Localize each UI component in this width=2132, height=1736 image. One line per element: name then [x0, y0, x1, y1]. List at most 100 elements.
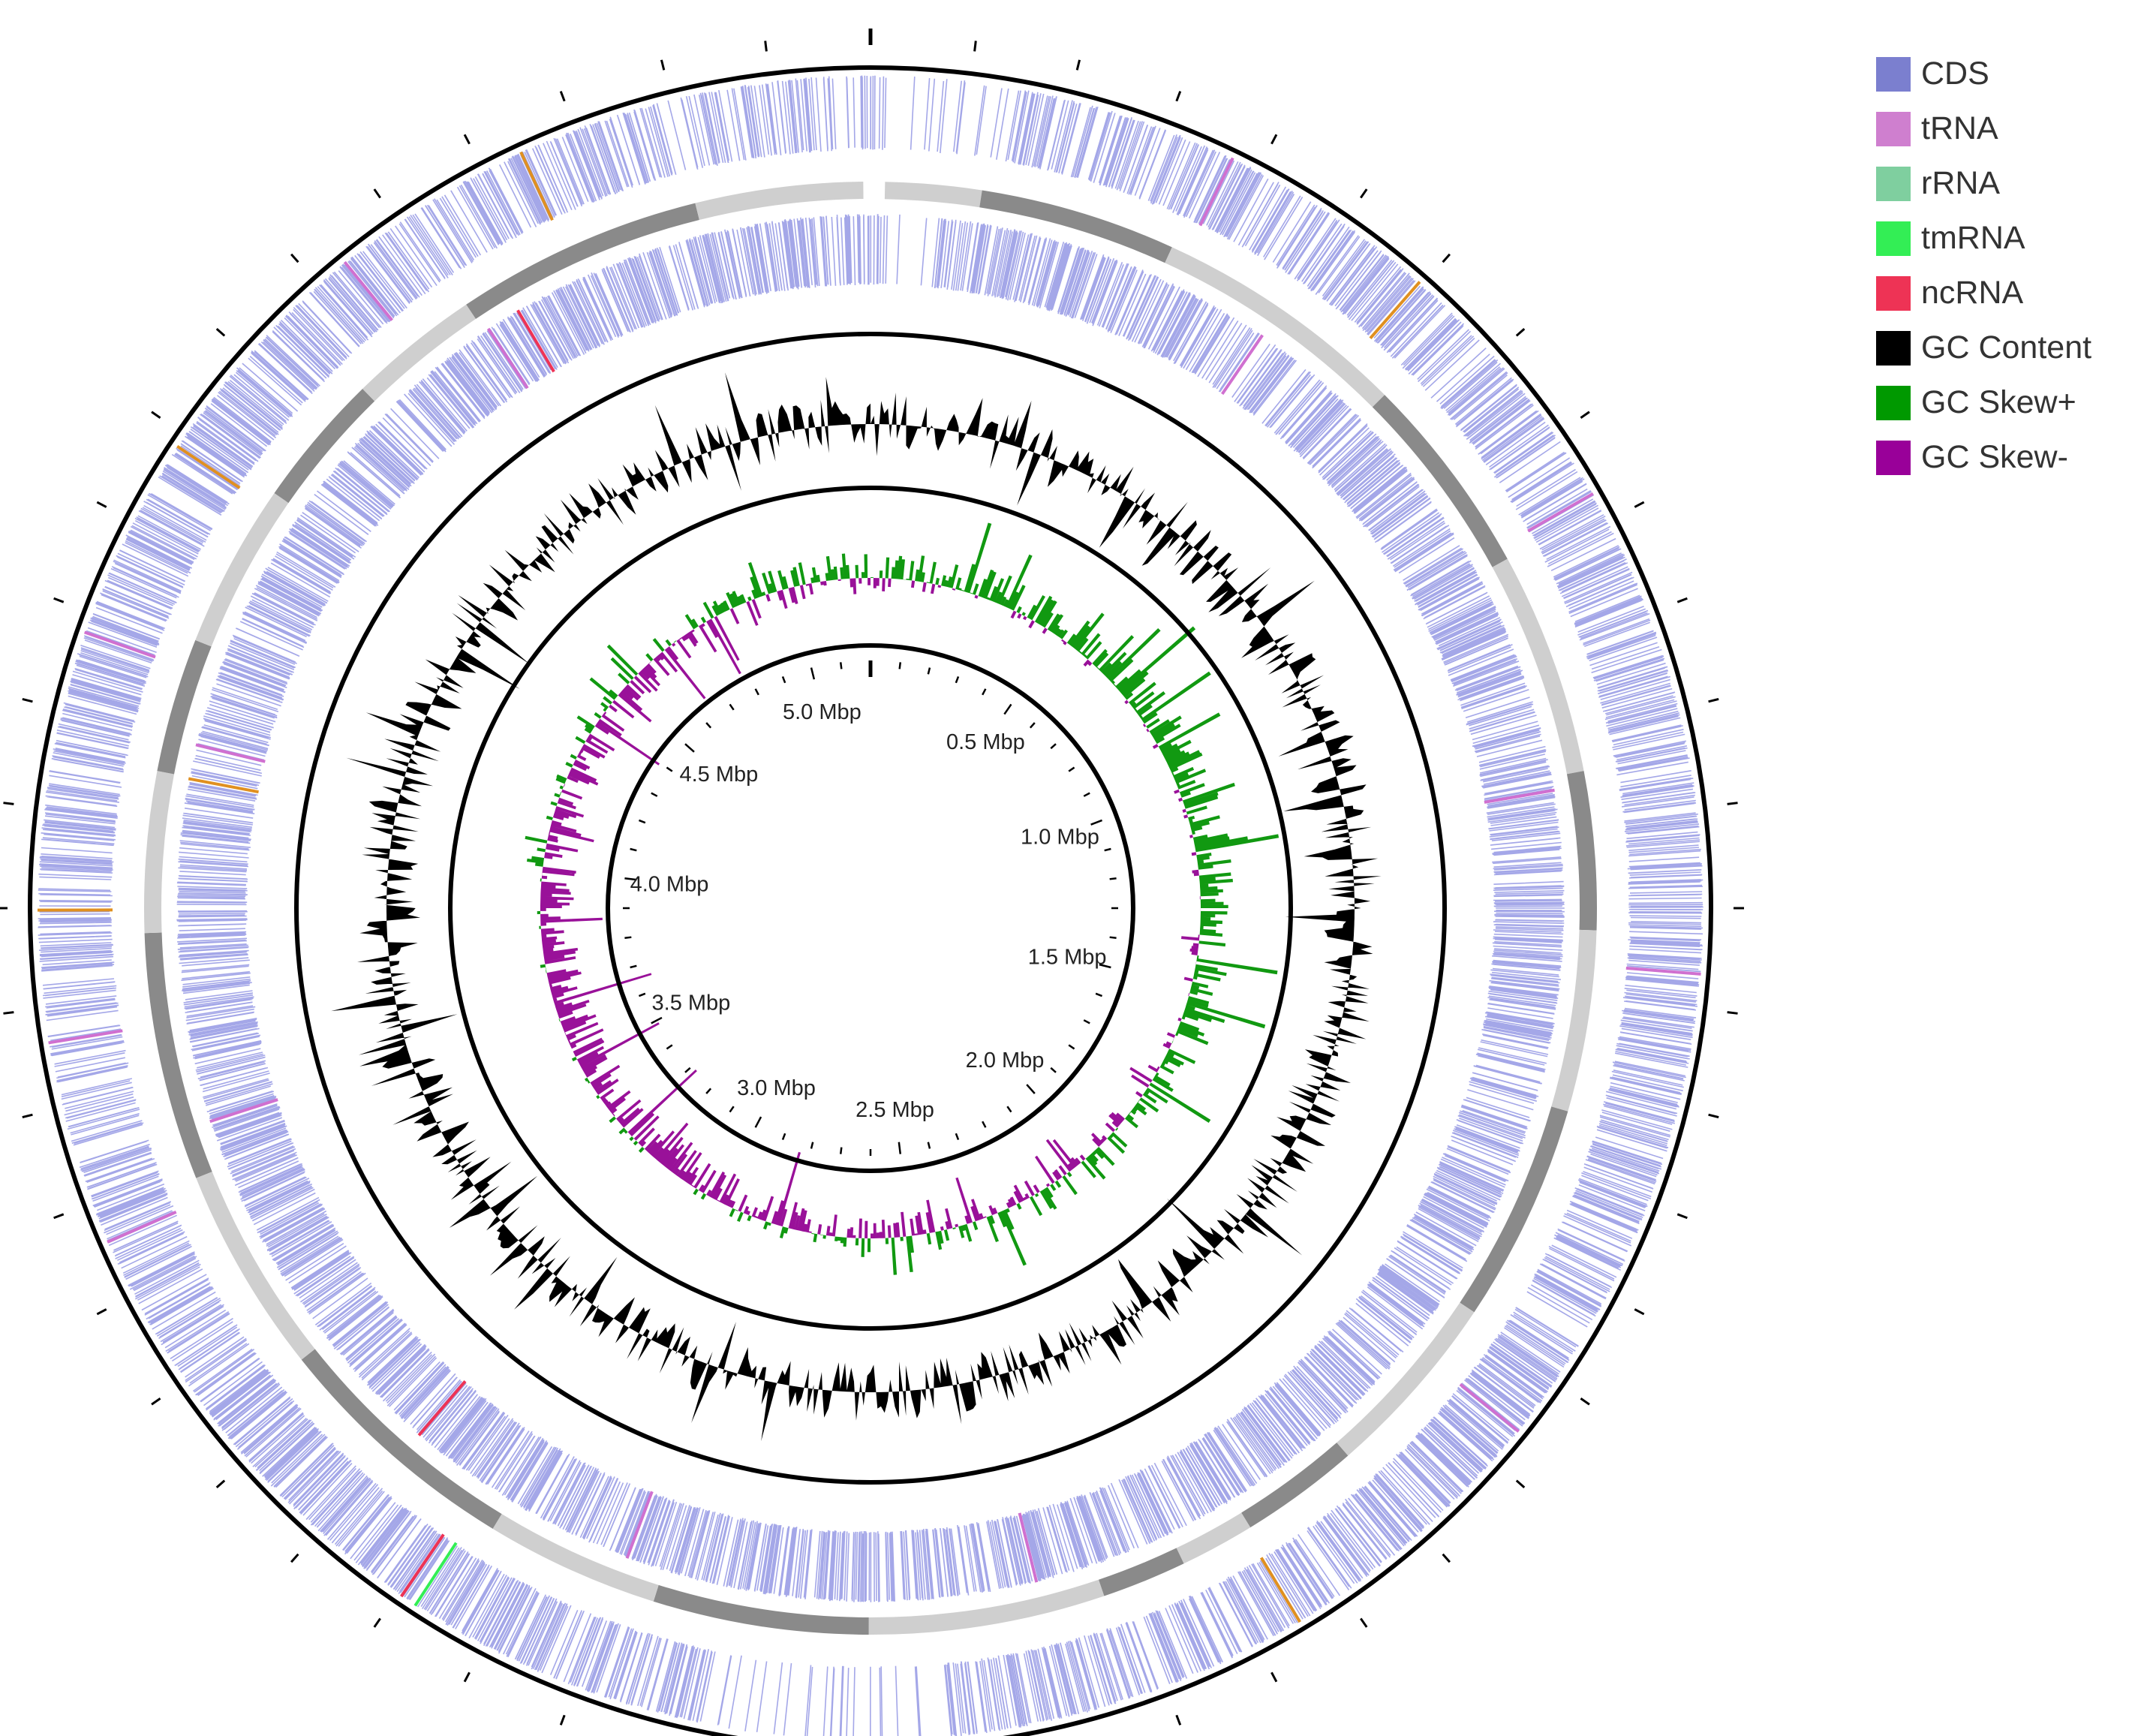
- outer-tick: [463, 134, 471, 145]
- outer-tick: [151, 411, 161, 419]
- legend-swatch: [1876, 166, 1911, 201]
- scale-tick-label: 2.5 Mbp: [856, 1098, 934, 1122]
- scale-tick: [624, 877, 637, 881]
- legend-label: tmRNA: [1921, 220, 2025, 256]
- outer-tick: [3, 802, 14, 805]
- trna-feature: [1221, 334, 1264, 396]
- contig-segment: [301, 1349, 502, 1529]
- contig-segment: [1551, 929, 1597, 1112]
- scale-tick: [1083, 792, 1090, 797]
- outer-tick: [1727, 802, 1738, 805]
- scale-tick: [1104, 847, 1111, 852]
- scale-tick: [927, 667, 931, 675]
- scale-tick: [810, 667, 816, 680]
- scale-tick: [1083, 1019, 1090, 1024]
- contig-segment: [196, 1172, 315, 1360]
- outer-tick: [1175, 91, 1182, 102]
- scale-tick-label: 2.0 Mbp: [966, 1049, 1045, 1073]
- contig-segment: [868, 1579, 1105, 1635]
- outer-tick: [1270, 134, 1278, 145]
- scale-tick: [705, 1088, 712, 1094]
- legend-label: CDS: [1921, 56, 1989, 92]
- contig-segment: [144, 932, 212, 1178]
- outer-tick: [1075, 59, 1081, 71]
- contig-segment: [695, 182, 864, 220]
- legend-item-trna: tRNA: [1876, 101, 2091, 156]
- scale-tick: [982, 1121, 987, 1128]
- scale-tick-label: 4.5 Mbp: [680, 763, 759, 787]
- ring-outlines: [28, 65, 1713, 1736]
- outer-tick: [463, 1671, 471, 1683]
- outer-tick: [53, 1213, 65, 1220]
- outer-tick: [290, 1553, 299, 1563]
- gc-skew-track: [525, 522, 1280, 1275]
- trna-feature: [1484, 788, 1555, 804]
- legend-swatch: [1876, 111, 1911, 146]
- legend: CDS tRNA rRNA tmRNA ncRNA GC Content GC Skew+ G…: [1876, 47, 2091, 485]
- scale-tick: [839, 662, 843, 669]
- trna-feature: [1625, 966, 1701, 976]
- outer-tick: [290, 253, 299, 263]
- contig-segment: [1372, 395, 1508, 567]
- scale-tick: [684, 743, 695, 753]
- scale-tick: [955, 1133, 960, 1140]
- scale-tick: [1099, 963, 1111, 969]
- legend-label: ncRNA: [1921, 275, 2024, 311]
- legend-item-gc-content: GC Content: [1876, 320, 2091, 375]
- contig-segment: [143, 771, 175, 934]
- legend-label: tRNA: [1921, 110, 1998, 146]
- scale-tick: [639, 992, 646, 997]
- rrna-feature: [188, 777, 259, 794]
- scale-tick: [1006, 1106, 1012, 1113]
- outer-tick: [96, 501, 107, 508]
- outer-tick: [1175, 1714, 1182, 1725]
- trna-feature: [48, 1029, 123, 1045]
- contig-segment: [1098, 1548, 1184, 1596]
- outer-tick: [1676, 1213, 1688, 1220]
- outer-tick: [1515, 328, 1526, 337]
- legend-swatch: [1876, 56, 1911, 92]
- gc-skew-positive: [525, 522, 1280, 1275]
- contig-segment: [157, 639, 212, 775]
- outer-tick: [373, 1617, 381, 1628]
- legend-item-rrna: rRNA: [1876, 156, 2091, 211]
- outer-ring: [28, 65, 1713, 1736]
- outer-tick: [373, 188, 381, 199]
- outer-tick: [215, 1479, 226, 1488]
- forward-strand-features-track: [37, 75, 1703, 1736]
- legend-item-gc-skew: GC Skew-: [1876, 430, 2091, 485]
- cds-features: [176, 214, 1565, 1602]
- scale-tick: [1050, 1067, 1057, 1073]
- outer-tick: [1442, 1553, 1451, 1563]
- scale-tick: [982, 688, 987, 696]
- rrna-feature: [519, 151, 554, 221]
- outer-tick: [559, 91, 566, 102]
- outer-tick: [1270, 1671, 1278, 1683]
- outer-tick: [1515, 1479, 1526, 1488]
- gc-skew-outer-ring: [448, 486, 1293, 1331]
- outer-tick: [3, 1011, 14, 1015]
- scale-tick-label: 1.5 Mbp: [1028, 946, 1107, 970]
- scale-tick: [666, 766, 673, 772]
- legend-item-tmrna: tmRNA: [1876, 211, 2091, 266]
- trna-feature: [486, 327, 529, 390]
- scale-tick: [1029, 722, 1036, 729]
- scale-tick-label: 3.0 Mbp: [737, 1076, 816, 1100]
- legend-item-gc-skew: GC Skew+: [1876, 375, 2091, 430]
- trna-feature: [343, 260, 393, 321]
- outer-tick-marks: [0, 29, 1744, 1725]
- trna-feature: [195, 743, 266, 763]
- contig-segment: [653, 1584, 869, 1635]
- cds-features: [38, 75, 1703, 1736]
- outer-tick: [215, 328, 226, 337]
- contig-segment: [1165, 247, 1385, 408]
- legend-label: GC Skew+: [1921, 384, 2076, 420]
- contig-segment: [466, 203, 699, 319]
- outer-tick: [1360, 188, 1368, 199]
- scale-tick: [630, 847, 637, 852]
- legend-swatch: [1876, 221, 1911, 256]
- contig-segment: [274, 389, 375, 504]
- trna-feature: [1018, 1512, 1039, 1583]
- scale-tick: [898, 662, 902, 669]
- scale-tick: [651, 1016, 663, 1024]
